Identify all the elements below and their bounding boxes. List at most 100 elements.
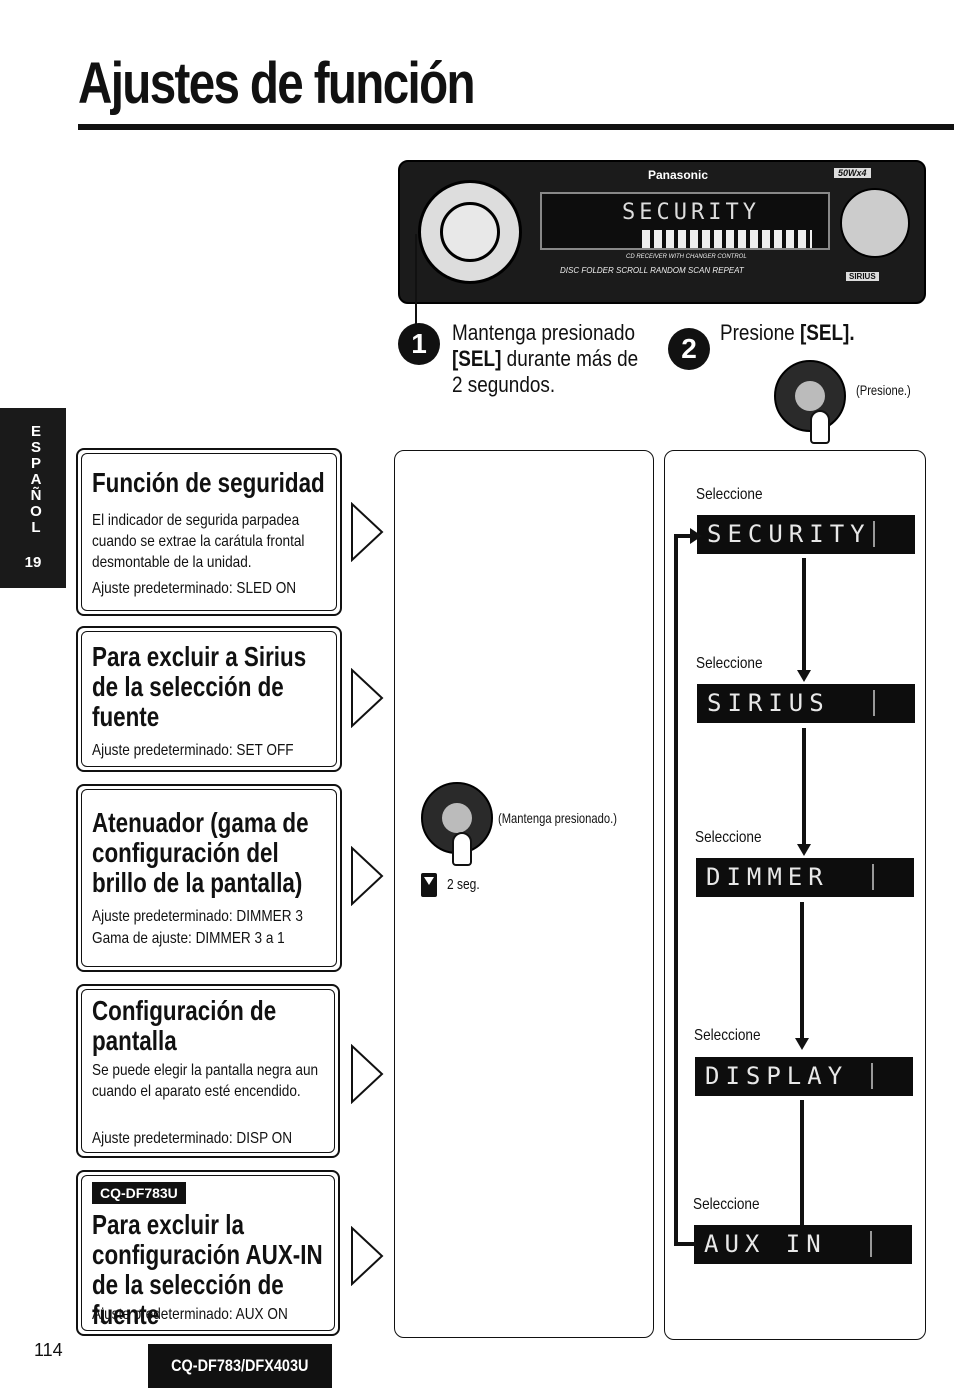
page-number: 114 bbox=[34, 1340, 63, 1360]
lcd-text: SECURITY bbox=[707, 520, 871, 548]
footer-model-label: CQ-DF783/DFX403U bbox=[148, 1344, 332, 1388]
loop-back-line bbox=[674, 534, 678, 1246]
lcd-cursor bbox=[873, 521, 875, 547]
select-label: Seleccione bbox=[693, 1196, 760, 1213]
middle-panel bbox=[394, 450, 654, 1338]
box-default: Ajuste predeterminado: DIMMER 3 bbox=[92, 908, 303, 925]
select-label: Seleccione bbox=[696, 486, 763, 503]
lcd-display-aux-in: AUX IN bbox=[694, 1225, 912, 1264]
security-function-box: Función de seguridad El indicador de seg… bbox=[76, 448, 342, 616]
sel-key: [SEL] bbox=[452, 346, 502, 371]
timer-label: 2 seg. bbox=[447, 876, 480, 893]
tab-letter: O bbox=[30, 503, 42, 520]
box-title: Para excluir la configuración AUX-IN de … bbox=[92, 1209, 323, 1330]
step-1-line-3: 2 segundos. bbox=[452, 372, 556, 397]
box-inner-border bbox=[81, 989, 335, 1153]
step-1-line-2: [SEL] durante más de bbox=[452, 346, 638, 372]
callout-line bbox=[415, 234, 417, 330]
hourglass-icon bbox=[421, 873, 437, 897]
box-title: Configuración de pantalla bbox=[92, 995, 277, 1056]
box-inner-border bbox=[81, 631, 337, 767]
box-inner-border bbox=[81, 453, 337, 611]
box-inner-border bbox=[81, 789, 337, 967]
box-title: Atenuador (gama de configuración del bri… bbox=[92, 807, 309, 898]
section-number: 19 bbox=[24, 554, 42, 571]
brand-logo: Panasonic bbox=[648, 168, 709, 182]
lcd-cursor bbox=[870, 1231, 872, 1257]
tuning-button-illustration bbox=[840, 188, 910, 258]
press-label: (Presione.) bbox=[856, 382, 911, 398]
arrow-triangle-icon bbox=[351, 668, 384, 728]
box-default: Ajuste predeterminado: SET OFF bbox=[92, 742, 294, 759]
box-default: Ajuste predeterminado: AUX ON bbox=[92, 1306, 288, 1323]
box-title: Función de seguridad bbox=[92, 467, 325, 498]
tab-letter: S bbox=[30, 439, 41, 456]
lcd-display-sirius: SIRIUS bbox=[697, 684, 915, 723]
language-tab: E S P A Ñ O L 19 bbox=[0, 408, 66, 588]
sel-button-illustration bbox=[440, 202, 500, 262]
sel-key: [SEL]. bbox=[799, 320, 855, 345]
lcd-cursor bbox=[872, 864, 874, 890]
down-arrow bbox=[795, 1100, 809, 1246]
down-arrow bbox=[797, 558, 811, 682]
lcd-cursor bbox=[873, 690, 875, 716]
lcd-text: DISPLAY bbox=[705, 1062, 849, 1090]
box-range: Gama de ajuste: DIMMER 3 a 1 bbox=[92, 930, 285, 947]
language-letters: E S P A Ñ O L bbox=[26, 424, 46, 536]
down-arrow bbox=[797, 728, 811, 856]
finger-icon bbox=[810, 410, 830, 444]
radio-display: SECURITY bbox=[540, 192, 830, 250]
radio-display-text: SECURITY bbox=[622, 200, 760, 225]
lcd-display-dimmer: DIMMER bbox=[696, 858, 914, 897]
arrow-triangle-icon bbox=[351, 1226, 384, 1286]
box-inner-border bbox=[81, 1175, 335, 1331]
volume-knob bbox=[418, 180, 522, 284]
title-rule bbox=[78, 124, 954, 130]
box-default: Ajuste predeterminado: DISP ON bbox=[92, 1130, 293, 1147]
right-panel bbox=[664, 450, 926, 1340]
step-1-line-1: Mantenga presionado bbox=[452, 320, 636, 345]
tab-letter: P bbox=[30, 455, 41, 472]
tab-letter: Ñ bbox=[30, 487, 42, 504]
radio-faceplate-illustration: Panasonic 50Wx4 SECURITY CD RECEIVER WIT… bbox=[398, 160, 926, 304]
exclude-sirius-box: Para excluir a Sirius de la selección de… bbox=[76, 626, 342, 772]
power-label: 50Wx4 bbox=[834, 168, 871, 178]
step-2-badge: 2 bbox=[668, 328, 710, 370]
lcd-cursor bbox=[871, 1063, 873, 1089]
loop-back-line bbox=[674, 1242, 696, 1246]
select-label: Seleccione bbox=[695, 829, 762, 846]
step-1-badge: 1 bbox=[398, 323, 440, 365]
step-2-text: Presione [SEL]. bbox=[720, 320, 855, 346]
down-arrow bbox=[795, 902, 809, 1050]
lcd-text: AUX IN bbox=[704, 1230, 827, 1258]
box-body: El indicador de segurida parpadea cuando… bbox=[92, 512, 305, 571]
lcd-display-security: SECURITY bbox=[697, 515, 915, 554]
lcd-display-display: DISPLAY bbox=[695, 1057, 913, 1096]
exclude-aux-box: CQ-DF783U Para excluir la configuración … bbox=[76, 1170, 340, 1336]
finger-icon bbox=[452, 832, 472, 866]
box-default: Ajuste predeterminado: SLED ON bbox=[92, 580, 297, 597]
lcd-text: DIMMER bbox=[706, 863, 829, 891]
arrow-triangle-icon bbox=[351, 502, 384, 562]
tab-letter: E bbox=[30, 423, 41, 440]
radio-button-row: DISC FOLDER SCROLL RANDOM SCAN REPEAT bbox=[560, 266, 744, 275]
footer-model-text: CQ-DF783/DFX403U bbox=[171, 1356, 309, 1375]
hold-label: (Mantenga presionado.) bbox=[498, 810, 617, 826]
step-2-label: Presione bbox=[720, 320, 800, 345]
loop-back-arrow bbox=[674, 528, 702, 544]
level-bars bbox=[642, 230, 812, 248]
arrow-triangle-icon bbox=[351, 1044, 384, 1104]
dimmer-box: Atenuador (gama de configuración del bri… bbox=[76, 784, 342, 972]
step-1-text: Mantenga presionado [SEL] durante más de… bbox=[452, 320, 638, 398]
box-body: Se puede elegir la pantalla negra aun cu… bbox=[92, 1062, 319, 1100]
sirius-label: SIRIUS bbox=[846, 272, 879, 281]
radio-subtitle: CD RECEIVER WITH CHANGER CONTROL bbox=[626, 254, 747, 260]
select-label: Seleccione bbox=[696, 655, 763, 672]
select-label: Seleccione bbox=[694, 1027, 761, 1044]
display-config-box: Configuración de pantalla Se puede elegi… bbox=[76, 984, 340, 1158]
model-tag: CQ-DF783U bbox=[92, 1182, 186, 1204]
box-title: Para excluir a Sirius de la selección de… bbox=[92, 641, 307, 732]
tab-letter: L bbox=[31, 519, 41, 536]
page-title: Ajustes de función bbox=[78, 51, 476, 116]
lcd-text: SIRIUS bbox=[707, 689, 830, 717]
